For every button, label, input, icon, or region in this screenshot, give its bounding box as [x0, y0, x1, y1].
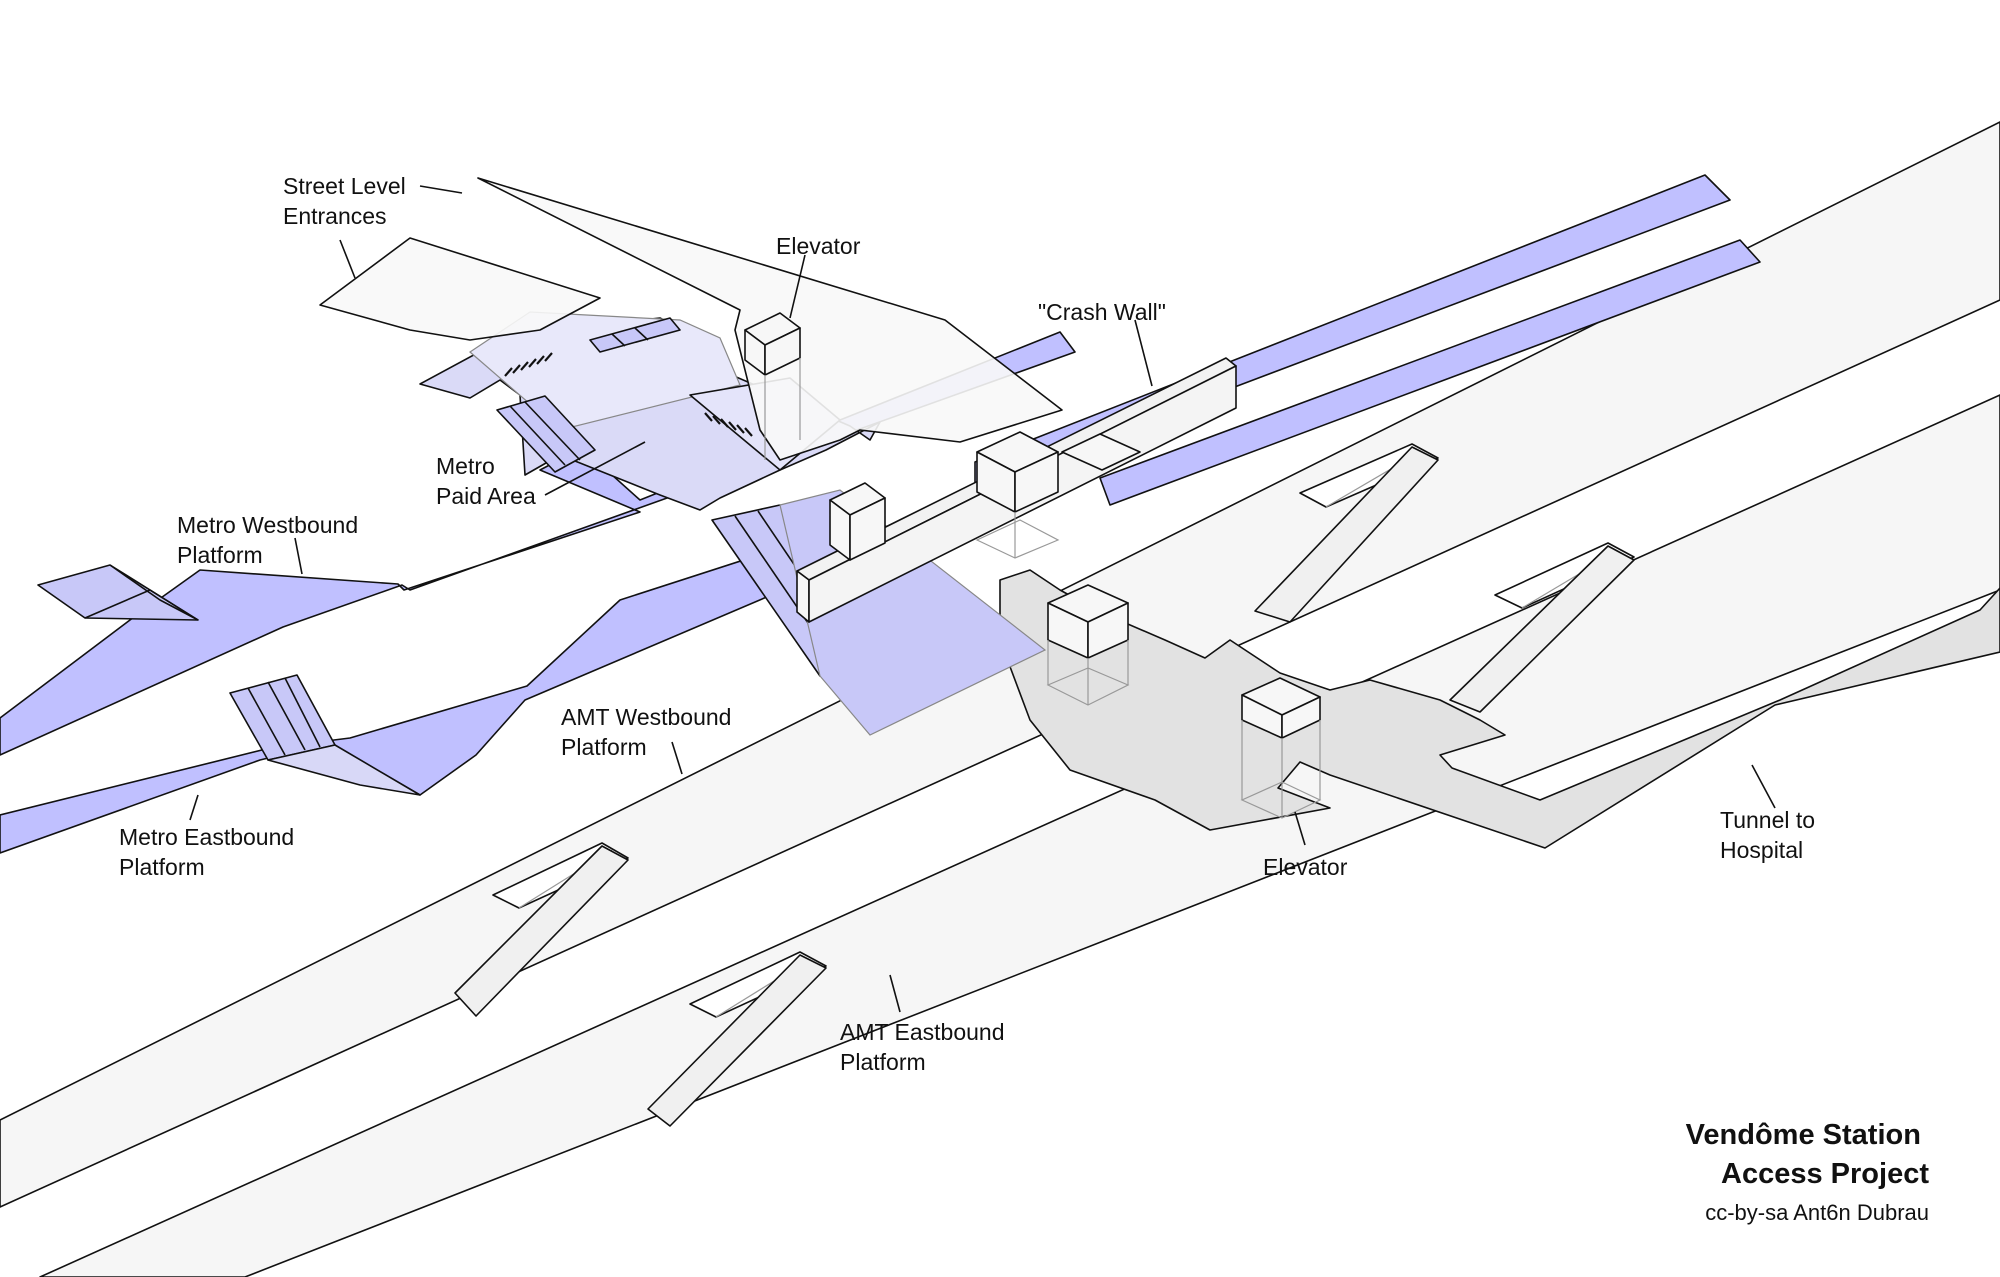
elevator-right: [975, 431, 1060, 559]
title-block: Vendôme Station Access Project cc-by-sa …: [1686, 1119, 1930, 1225]
label-elevator-bottom: Elevator: [1263, 854, 1348, 880]
elevator-bottom: [1240, 677, 1322, 819]
label-crash-wall: "Crash Wall": [1038, 299, 1166, 325]
label-metro-eastbound-platform: Metro Eastbound Platform: [119, 824, 301, 880]
diagram-title: Vendôme Station Access Project: [1686, 1119, 1930, 1190]
leader-lines: [189, 185, 1776, 1013]
label-amt-eastbound-platform: AMT Eastbound Platform: [840, 1019, 1011, 1075]
street-entrance-south: [319, 237, 601, 341]
metro-paid-area: [419, 311, 1047, 736]
elevator-mid: [829, 482, 886, 561]
top-stair: [589, 317, 681, 353]
label-metro-westbound-platform: Metro Westbound Platform: [177, 512, 365, 568]
metro-eastbound-platform-shape: [1099, 239, 1761, 506]
amt-stair-ramp: [647, 954, 827, 1127]
paid-area-stair: [496, 395, 596, 473]
diagram-labels: Street Level Entrances Elevator "Crash W…: [119, 173, 1821, 1075]
crash-wall-face: [796, 570, 810, 623]
elevator-center: [1046, 584, 1130, 706]
stair-ticks: [504, 352, 753, 437]
elevator-top: [744, 312, 801, 460]
amt-eastbound-platform-shape: [39, 394, 2000, 1277]
elevators: [744, 312, 1322, 819]
metro-east-stair-ramp: [267, 744, 421, 796]
amt-stair-ramp: [454, 845, 629, 1017]
label-elevator-top: Elevator: [776, 233, 861, 259]
amt-stair-ramp: [1254, 446, 1439, 623]
label-tunnel-to-hospital: Tunnel to Hospital: [1720, 807, 1821, 863]
amt-stair-ramp: [1449, 545, 1635, 713]
label-amt-westbound-platform: AMT Westbound Platform: [561, 704, 738, 760]
diagram-credit: cc-by-sa Ant6n Dubrau: [1705, 1200, 1929, 1225]
label-metro-paid-area: Metro Paid Area: [436, 453, 536, 509]
label-street-level-entrances: Street Level Entrances: [283, 173, 412, 229]
elevator-east: [1061, 433, 1141, 471]
